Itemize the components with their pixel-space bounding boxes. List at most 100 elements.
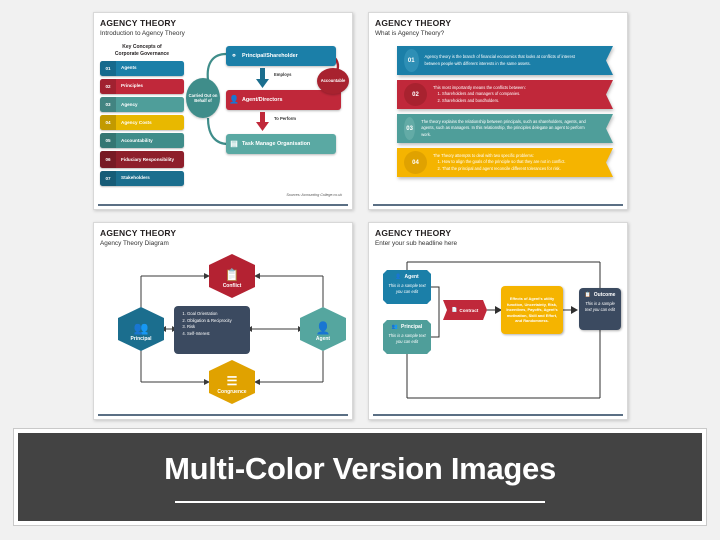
list-item-number: 03 [100,96,116,113]
banner-sublist-item: How to align the goals of the principle … [442,159,566,165]
slide-3-title: AGENCY THEORY [100,228,177,238]
people-icon: 👥 [391,324,399,330]
banner-number: 04 [404,151,427,174]
list-item-label: Stakeholders [121,175,150,181]
flow-ellipse-accountable[interactable]: Accountable [317,68,349,94]
banner-number: 02 [404,83,427,106]
process-node-outcome[interactable]: 📋 Outcome This is a sample text you can … [579,288,621,330]
flow-node-task[interactable]: ▤ Task Manage Organisation [226,134,336,154]
process-node-contract[interactable]: 📄 Contract [443,300,487,320]
diagram-node-agent[interactable]: 👤 Agent [300,307,346,351]
slide-2-title: AGENCY THEORY [375,18,452,28]
banner-shape [397,46,613,75]
process-node-agent-body: This is a sample text you can edit [388,283,426,295]
list-item-label: Agents [121,65,137,71]
process-node-contract-label: Contract [459,307,479,313]
list-item[interactable]: 07 Stakeholders [100,170,184,187]
list-item-label: Fiduciary Responsibility [121,156,175,162]
document-alert-icon: 📋 [224,268,240,282]
banner-sublist: How to align the goals of the principle … [433,159,566,171]
person-icon: 👤 [229,95,239,104]
center-list-item: Goal Orientation [187,311,245,318]
flow-node-task-label: Task Manage Organisation [242,141,311,147]
clipboard-icon: 📋 [584,292,591,298]
banner-item[interactable]: 01 Agency theory is the branch of financ… [397,46,613,75]
center-list-item: Obligation & Reciprocity [187,318,245,325]
list-item[interactable]: 05 Accountability [100,132,184,149]
bottom-banner: Multi-Color Version Images [13,428,707,526]
banner-sublist-item: Shareholders and managers of companies. [442,91,526,97]
process-node-outcome-label: Outcome [593,292,616,298]
slide-1-introduction[interactable]: AGENCY THEORY Introduction to Agency The… [93,12,353,210]
agency-process-diagram: 👤 Agent This is a sample text you can ed… [383,258,621,406]
banner-text: The Theory attempts to deal with two spe… [433,153,592,171]
list-item[interactable]: 03 Agency [100,96,184,113]
slide-2-footer-bar [373,204,623,206]
bottom-banner-rule [175,501,545,503]
banner-item[interactable]: 03 The theory explains the relationship … [397,114,613,143]
list-item[interactable]: 06 Fiduciary Responsibility [100,150,184,168]
banner-item[interactable]: 04 The Theory attempts to deal with two … [397,148,613,177]
diagram-connectors [140,273,324,385]
list-item-number: 06 [100,150,116,168]
process-node-agent-header: 👤 Agent [383,270,431,280]
flow-node-principal-label: Principal/Shareholder [242,53,298,59]
slide-4-subtitle: Enter your sub headline here [375,240,458,247]
slide-1-title: AGENCY THEORY [100,18,177,28]
banner-text: Agency theory is the branch of financial… [424,54,575,66]
flow-arrow-label-employs: Employs [274,72,292,77]
banner-sublist-item: Shareholders and bondholders. [442,98,526,104]
diagram-node-principal-label: Principal [130,336,152,342]
process-node-outcome-header: 📋 Outcome [579,288,621,298]
bottom-banner-title: Multi-Color Version Images [164,451,556,487]
agency-theory-diagram: 📋 Conflict ☰ Congruence 👥 Principal 👤 Ag… [108,254,346,406]
process-node-principal[interactable]: 👥 Principal This is a sample text you ca… [383,320,431,354]
diagram-node-conflict-label: Conflict [222,283,242,289]
slide-3-subtitle: Agency Theory Diagram [100,240,169,247]
process-node-principal-header: 👥 Principal [383,320,431,330]
slide-3-diagram[interactable]: AGENCY THEORY Agency Theory Diagram [93,222,353,420]
slide-4-title: AGENCY THEORY [375,228,452,238]
diagram-node-conflict[interactable]: 📋 Conflict [209,254,255,298]
process-node-agent[interactable]: 👤 Agent This is a sample text you can ed… [383,270,431,304]
list-item[interactable]: 01 Agents [100,60,184,76]
process-node-agent-label: Agent [404,274,419,280]
banner-shape [397,148,613,177]
process-node-effects[interactable]: Effects of Agent's utility function, Unc… [501,286,563,334]
chart-icon: ▤ [230,139,238,148]
banner-sublist-item: That the principal and agent reconcile d… [442,166,566,172]
slide-3-footer-bar [98,414,348,416]
diagram-node-congruence-label: Congruence [217,389,247,395]
banner-item[interactable]: 02 This most importantly means the confl… [397,80,613,109]
list-item-label: Accountability [121,137,153,143]
list-item-label: Agency [121,101,138,107]
people-icon: 👥 [133,321,149,335]
center-list-item: Self-Interest [187,331,245,338]
banner-number: 03 [404,117,416,140]
flow-arrow-label-perform: To Perform [274,116,297,121]
banner-shape [397,114,613,143]
slide-2-what-is[interactable]: AGENCY THEORY What is Agency Theory? 01 … [368,12,628,210]
flow-ellipse-carried-out[interactable]: Carried Out on Behalf of [186,78,220,118]
diagram-node-congruence[interactable]: ☰ Congruence [209,360,255,404]
list-item[interactable]: 02 Principles [100,78,184,95]
center-list: Goal Orientation Obligation & Reciprocit… [178,311,245,337]
list-item-number: 04 [100,114,116,131]
flow-node-principal[interactable]: ⚬ Principal/Shareholder [226,46,336,66]
bottom-banner-inner: Multi-Color Version Images [18,433,702,521]
slide-1-source: Sources: Accounting College.co.uk [286,193,342,197]
list-item-number: 05 [100,132,116,149]
flow-node-agent-label: Agent/Directors [242,97,283,103]
slide-4-process[interactable]: AGENCY THEORY Enter your sub headline he… [368,222,628,420]
list-item-number: 07 [100,170,116,187]
agency-flow-diagram: ⚬ Principal/Shareholder 👤 Agent/Director… [186,46,349,171]
flow-node-agent[interactable]: 👤 Agent/Directors [226,90,341,110]
diagram-center-list[interactable]: Goal Orientation Obligation & Reciprocit… [174,306,250,354]
slide-4-footer-bar [373,414,623,416]
list-item-number: 02 [100,78,116,95]
diagram-node-principal[interactable]: 👥 Principal [118,307,164,351]
banner-text-lead: The Theory attempts to deal with two spe… [433,153,534,159]
list-item[interactable]: 04 Agency Costs [100,114,184,131]
center-list-item: Risk [187,324,245,331]
